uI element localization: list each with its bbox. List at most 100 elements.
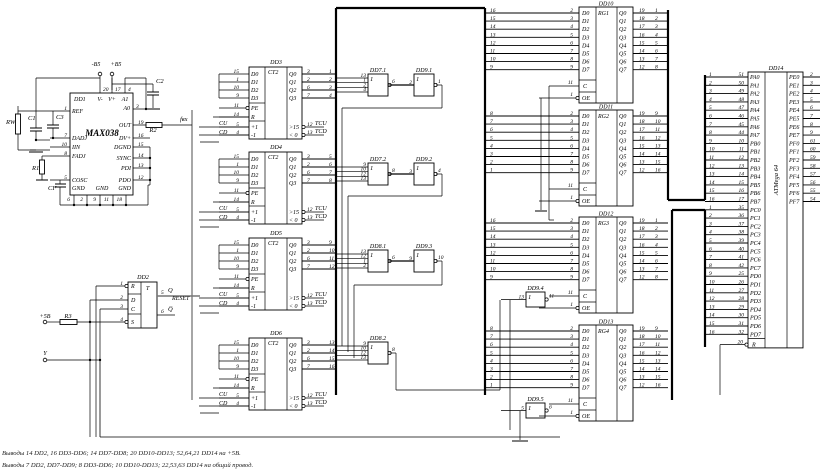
chip-type: T <box>146 286 150 292</box>
bus-number: 16 <box>490 8 496 14</box>
pin-number: 4 <box>236 400 239 407</box>
pin-number: 11 <box>739 147 744 153</box>
chip-ref: DD2 <box>136 275 149 281</box>
pin-number: 14 <box>234 282 240 289</box>
bus-number: 12 <box>709 163 715 169</box>
pin-number: 6 <box>307 85 310 91</box>
bus-number: 8 <box>490 111 493 117</box>
pin-label: D6 <box>581 60 589 66</box>
pin-number: 9 <box>409 256 412 262</box>
bus-number: 10 <box>490 57 496 63</box>
terminal <box>42 319 48 325</box>
pin-label: PE7 <box>788 133 800 139</box>
pin-number: 6 <box>307 170 310 176</box>
pin-number: 18 <box>639 334 645 340</box>
pin-label: C <box>583 84 588 90</box>
pin-label: D3 <box>581 353 589 359</box>
pin-number: 11 <box>234 188 239 194</box>
pin-label: PE5 <box>788 117 799 123</box>
pin-number: 9 <box>570 275 573 281</box>
pin-label: Q2 <box>289 359 296 365</box>
bus-number: 4 <box>709 229 712 236</box>
pin-number: 6 <box>810 105 813 111</box>
pin-number: 31 <box>738 321 745 327</box>
inversion-bubble <box>575 96 580 100</box>
component-label: C1 <box>28 115 36 122</box>
pin-number: 13 <box>307 301 313 307</box>
pin-label: PE <box>250 277 259 283</box>
pin-number: 17 <box>639 342 645 348</box>
chip-ref: DD3 <box>269 60 282 66</box>
pin-number: 3 <box>569 119 573 125</box>
supply-label: +В5 <box>111 62 122 68</box>
junction-dot <box>98 358 102 362</box>
bus-number: 14 <box>655 151 661 158</box>
pin-number: 5 <box>64 175 67 181</box>
pin-number: 4 <box>128 86 131 93</box>
pin-number: 3 <box>569 334 573 340</box>
pin-label: < 0 <box>289 304 298 310</box>
register-dd10 <box>578 6 634 104</box>
gate-symbol: 1 <box>528 294 531 301</box>
pin-label: D6 <box>581 378 589 384</box>
gate-symbol: 1 <box>370 76 373 83</box>
pin-number: 3 <box>569 226 573 232</box>
bus-number: 11 <box>709 288 714 294</box>
pin-number: 2 <box>570 8 573 14</box>
pin-label: PC4 <box>749 240 761 247</box>
pin-number: 15 <box>234 69 240 75</box>
bus-number: 11 <box>329 256 334 262</box>
pin-number: 10 <box>234 356 240 362</box>
bus-number: 3 <box>654 234 658 240</box>
pin-number: 11 <box>234 374 239 380</box>
pin-number: 14 <box>234 382 240 389</box>
bus-number: 4 <box>709 96 712 103</box>
pin-label: PB1 <box>749 150 760 156</box>
inversion-bubble <box>245 277 250 281</box>
pin-number: 16 <box>639 135 645 141</box>
pin-label: S <box>131 320 134 326</box>
bus-number: 11 <box>655 127 660 133</box>
terminal <box>109 71 115 77</box>
pin-number: 9 <box>570 383 573 389</box>
bus-number: 4 <box>655 31 658 38</box>
pin-number: 6 <box>307 256 310 262</box>
bus-number: 8 <box>490 326 493 332</box>
pin-label: D0 <box>581 11 589 17</box>
bus-number: 2 <box>329 77 332 83</box>
pin-number: 45 <box>739 121 745 128</box>
max038-chip <box>69 92 134 196</box>
pin-label: Q1 <box>619 122 626 128</box>
pin-number: 5 <box>570 350 573 356</box>
pin-number: 2 <box>80 197 83 203</box>
pin-label: Q3 <box>289 96 296 102</box>
pin-number: 28 <box>739 296 745 302</box>
pin-label: D2 <box>250 359 258 365</box>
pin-label: PE6 <box>788 125 799 131</box>
bus-number: 10 <box>655 119 661 125</box>
gate-symbol: 1 <box>416 165 419 172</box>
bus-number: 6 <box>655 259 658 265</box>
chip-ref: DD13 <box>598 320 614 326</box>
pin-number: 7 <box>570 49 573 55</box>
pin-number: 14 <box>639 151 645 158</box>
bus-number: 4 <box>490 357 493 364</box>
pin-number: 1 <box>570 195 573 201</box>
pin-label: PC1 <box>749 216 761 222</box>
pin-label: PB7 <box>749 200 761 206</box>
pin-label: R <box>751 343 756 349</box>
bus-number: 15 <box>655 375 661 381</box>
pin-label: OE <box>582 414 590 420</box>
pin-label: PA2 <box>749 92 760 98</box>
pin-label: DADJ <box>71 136 87 142</box>
bus-number: 3 <box>708 221 712 227</box>
pin-label: -1 <box>251 304 256 310</box>
pin-number: 9 <box>810 130 813 136</box>
chip-type: CT2 <box>268 241 278 247</box>
bus-number: 10 <box>490 267 496 273</box>
pin-number: 5 <box>161 290 164 296</box>
bus-number: 13 <box>490 32 496 38</box>
register-dd13 <box>578 324 634 422</box>
pin-number: 9 <box>236 93 239 99</box>
